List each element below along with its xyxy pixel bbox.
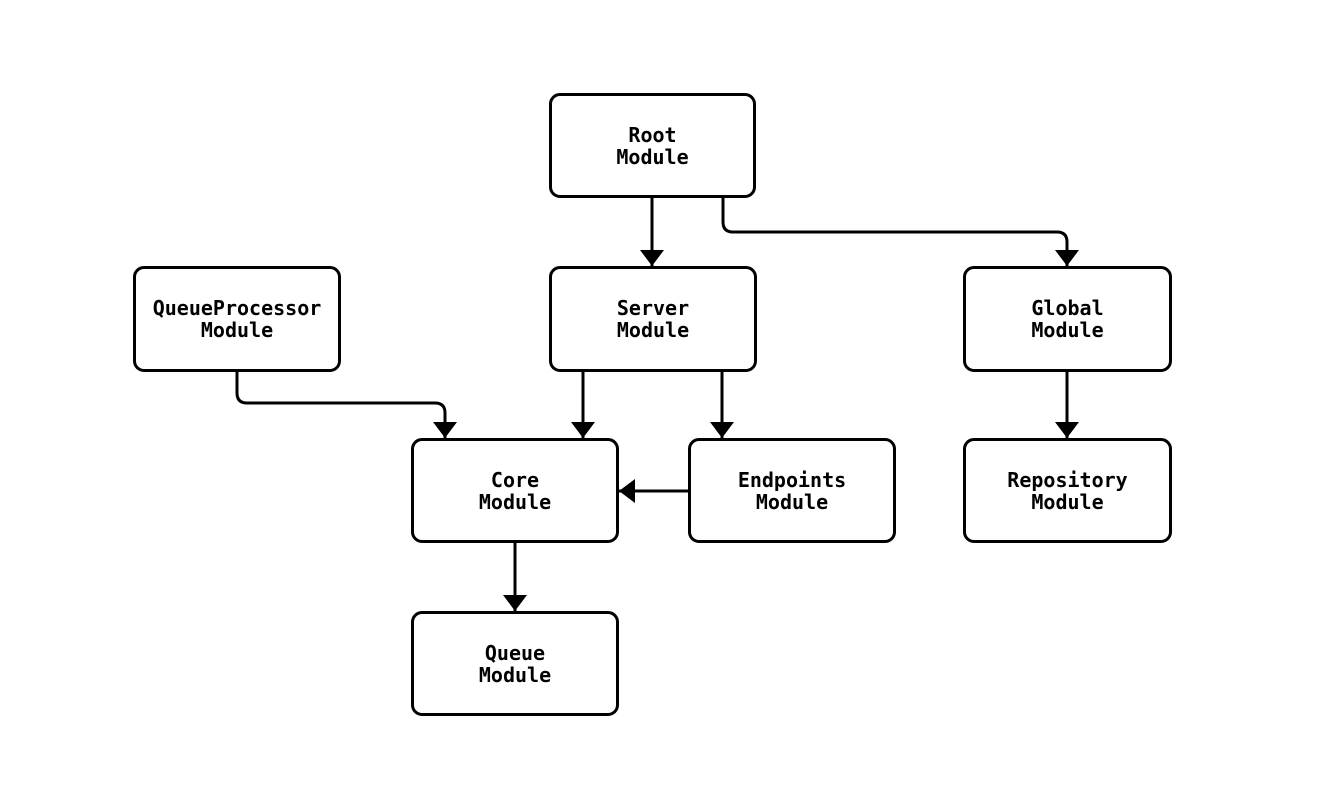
node-label-line: Root: [628, 122, 677, 147]
arrowhead-icon: [1055, 422, 1079, 438]
arrowhead-icon: [571, 422, 595, 438]
edge-root-to-server: [640, 198, 664, 266]
node-label-line: Module: [1031, 489, 1104, 514]
arrowhead-icon: [710, 422, 734, 438]
node-label-line: Module: [1031, 318, 1104, 342]
node-label-line: Module: [478, 662, 552, 687]
edge-server-to-core: [571, 372, 595, 438]
node-label-line: Endpoints: [737, 467, 847, 492]
edge-root-to-global: [721, 198, 1079, 266]
edge-global-to-repository: [1055, 372, 1079, 438]
node-label-line: Module: [755, 489, 829, 514]
node-label-line: Queue: [484, 640, 546, 665]
node-label-line: Global: [1031, 296, 1104, 320]
arrowhead-icon: [433, 422, 457, 438]
node-label-line: Core: [490, 467, 540, 492]
node-label-line: QueueProcessor: [152, 296, 322, 320]
edge-server-to-endpoints: [710, 372, 734, 438]
arrowhead-icon: [640, 250, 664, 266]
node-label-line: Module: [616, 144, 689, 169]
arrowhead-icon: [1055, 250, 1079, 266]
node-label-line: Server: [616, 296, 690, 320]
edge-core-to-queue: [503, 543, 527, 611]
arrowhead-icon: [503, 595, 527, 611]
node-label-line: Repository: [1007, 467, 1128, 492]
arrowhead-icon: [619, 479, 635, 503]
node-label-line: Module: [616, 318, 690, 342]
edge-queueprocessor-to-core: [235, 372, 457, 438]
node-label-line: Module: [478, 489, 552, 514]
edge-endpoints-to-core: [619, 479, 688, 503]
node-label-line: Module: [200, 318, 274, 342]
